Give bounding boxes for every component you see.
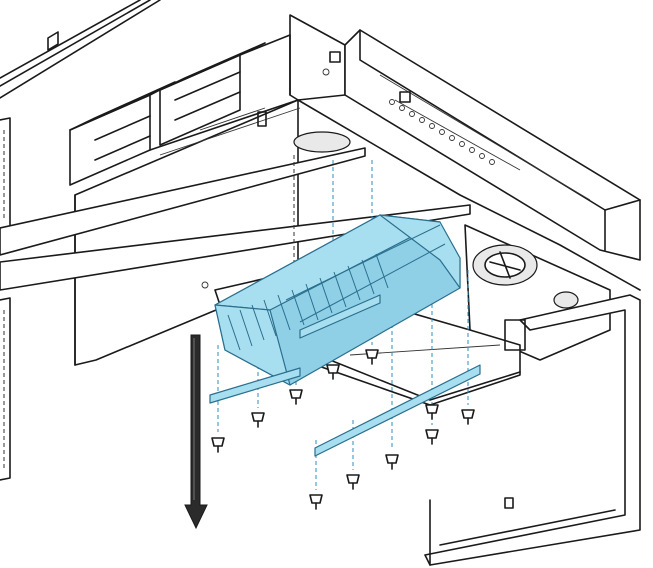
fan-housing [464, 224, 611, 361]
screw [211, 437, 225, 453]
screw [289, 389, 303, 405]
screw [346, 474, 360, 490]
screw [385, 454, 399, 470]
screw [365, 349, 379, 365]
cabinet-back-wall [289, 14, 641, 261]
highlighted-filter-unit [214, 214, 461, 386]
filter-slats [227, 224, 446, 351]
long-rails [0, 147, 471, 291]
screw [326, 364, 340, 380]
top-left-rail [0, 0, 161, 99]
left-side-panel [0, 117, 11, 481]
screw [461, 409, 475, 425]
top-vent-boxes [69, 34, 291, 186]
mounting-brackets [209, 364, 481, 457]
screw [309, 494, 323, 510]
ceiling-plate [149, 99, 641, 291]
down-arrow-icon [184, 334, 208, 530]
right-frame-panel [424, 294, 641, 566]
screw [425, 429, 439, 445]
screw [425, 404, 439, 420]
screws [211, 349, 475, 510]
control-board-holes [322, 51, 495, 165]
screw [251, 412, 265, 428]
